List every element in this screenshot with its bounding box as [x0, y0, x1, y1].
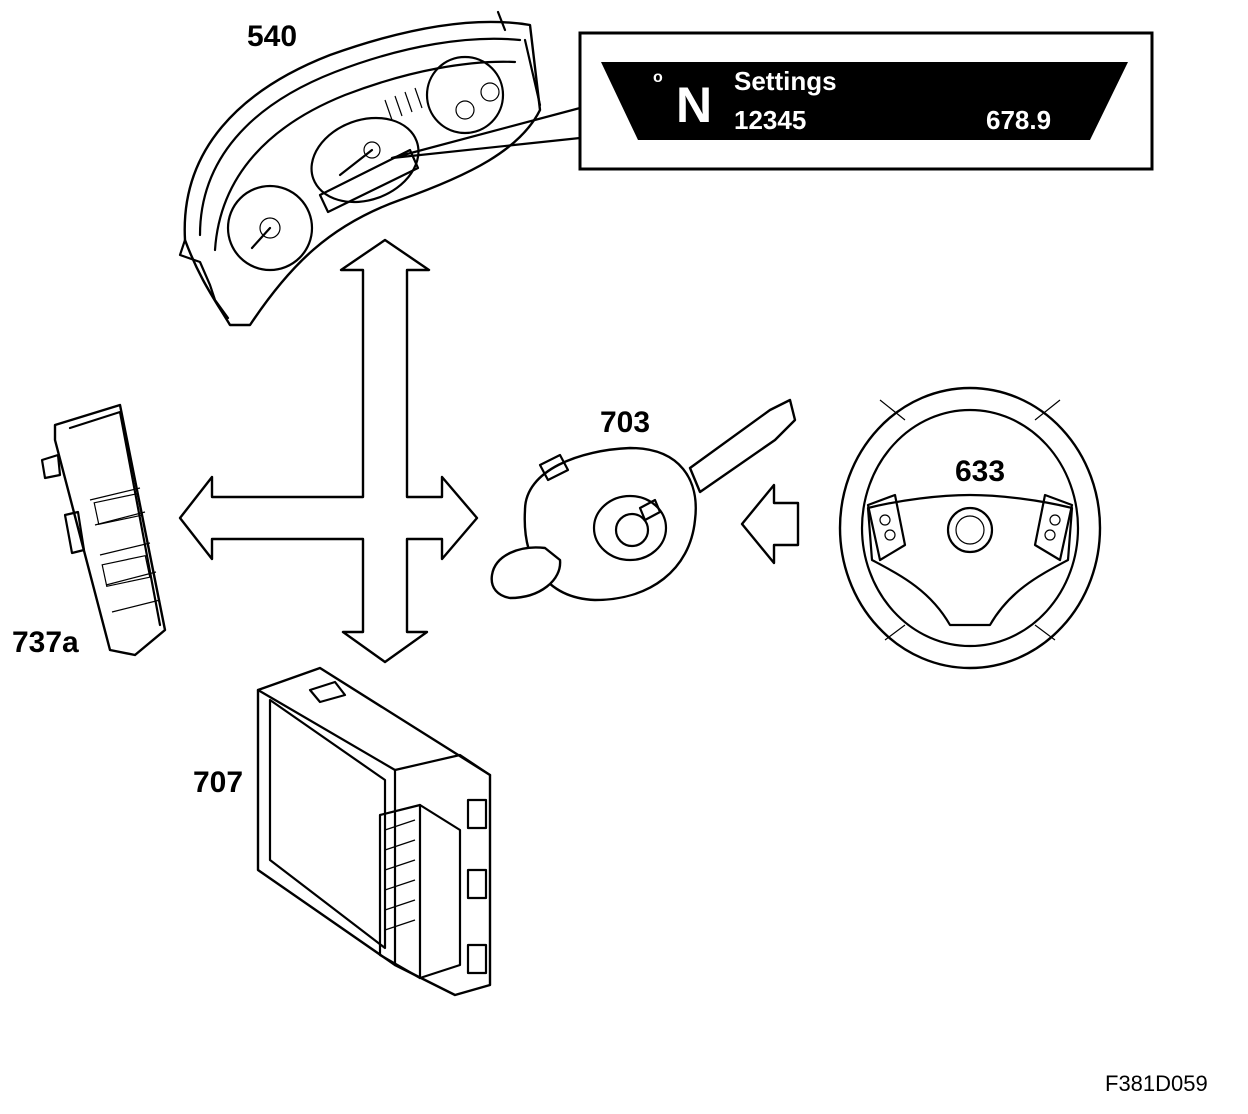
instrument-cluster — [178, 10, 542, 327]
label-707: 707 — [193, 766, 243, 799]
input-arrow — [740, 483, 800, 565]
display-trip: 678.9 — [986, 105, 1051, 135]
label-540: 540 — [247, 20, 297, 53]
display-gear-indicator: N — [676, 77, 712, 133]
switch-panel — [40, 403, 167, 657]
display-menu-title: Settings — [734, 66, 837, 96]
label-703: 703 — [600, 406, 650, 439]
label-633: 633 — [955, 455, 1005, 488]
figure-code: F381D059 — [1105, 1071, 1208, 1096]
display-degree-mark: o — [653, 69, 663, 86]
connection-arrows — [178, 238, 479, 664]
display-callout: o N Settings 12345 678.9 — [390, 31, 1154, 171]
label-737a: 737a — [12, 626, 79, 659]
control-module — [256, 666, 492, 997]
display-odometer: 12345 — [734, 105, 806, 135]
steering-wheel — [838, 386, 1102, 670]
display-screen — [601, 62, 1128, 140]
steering-column-module — [490, 398, 797, 602]
